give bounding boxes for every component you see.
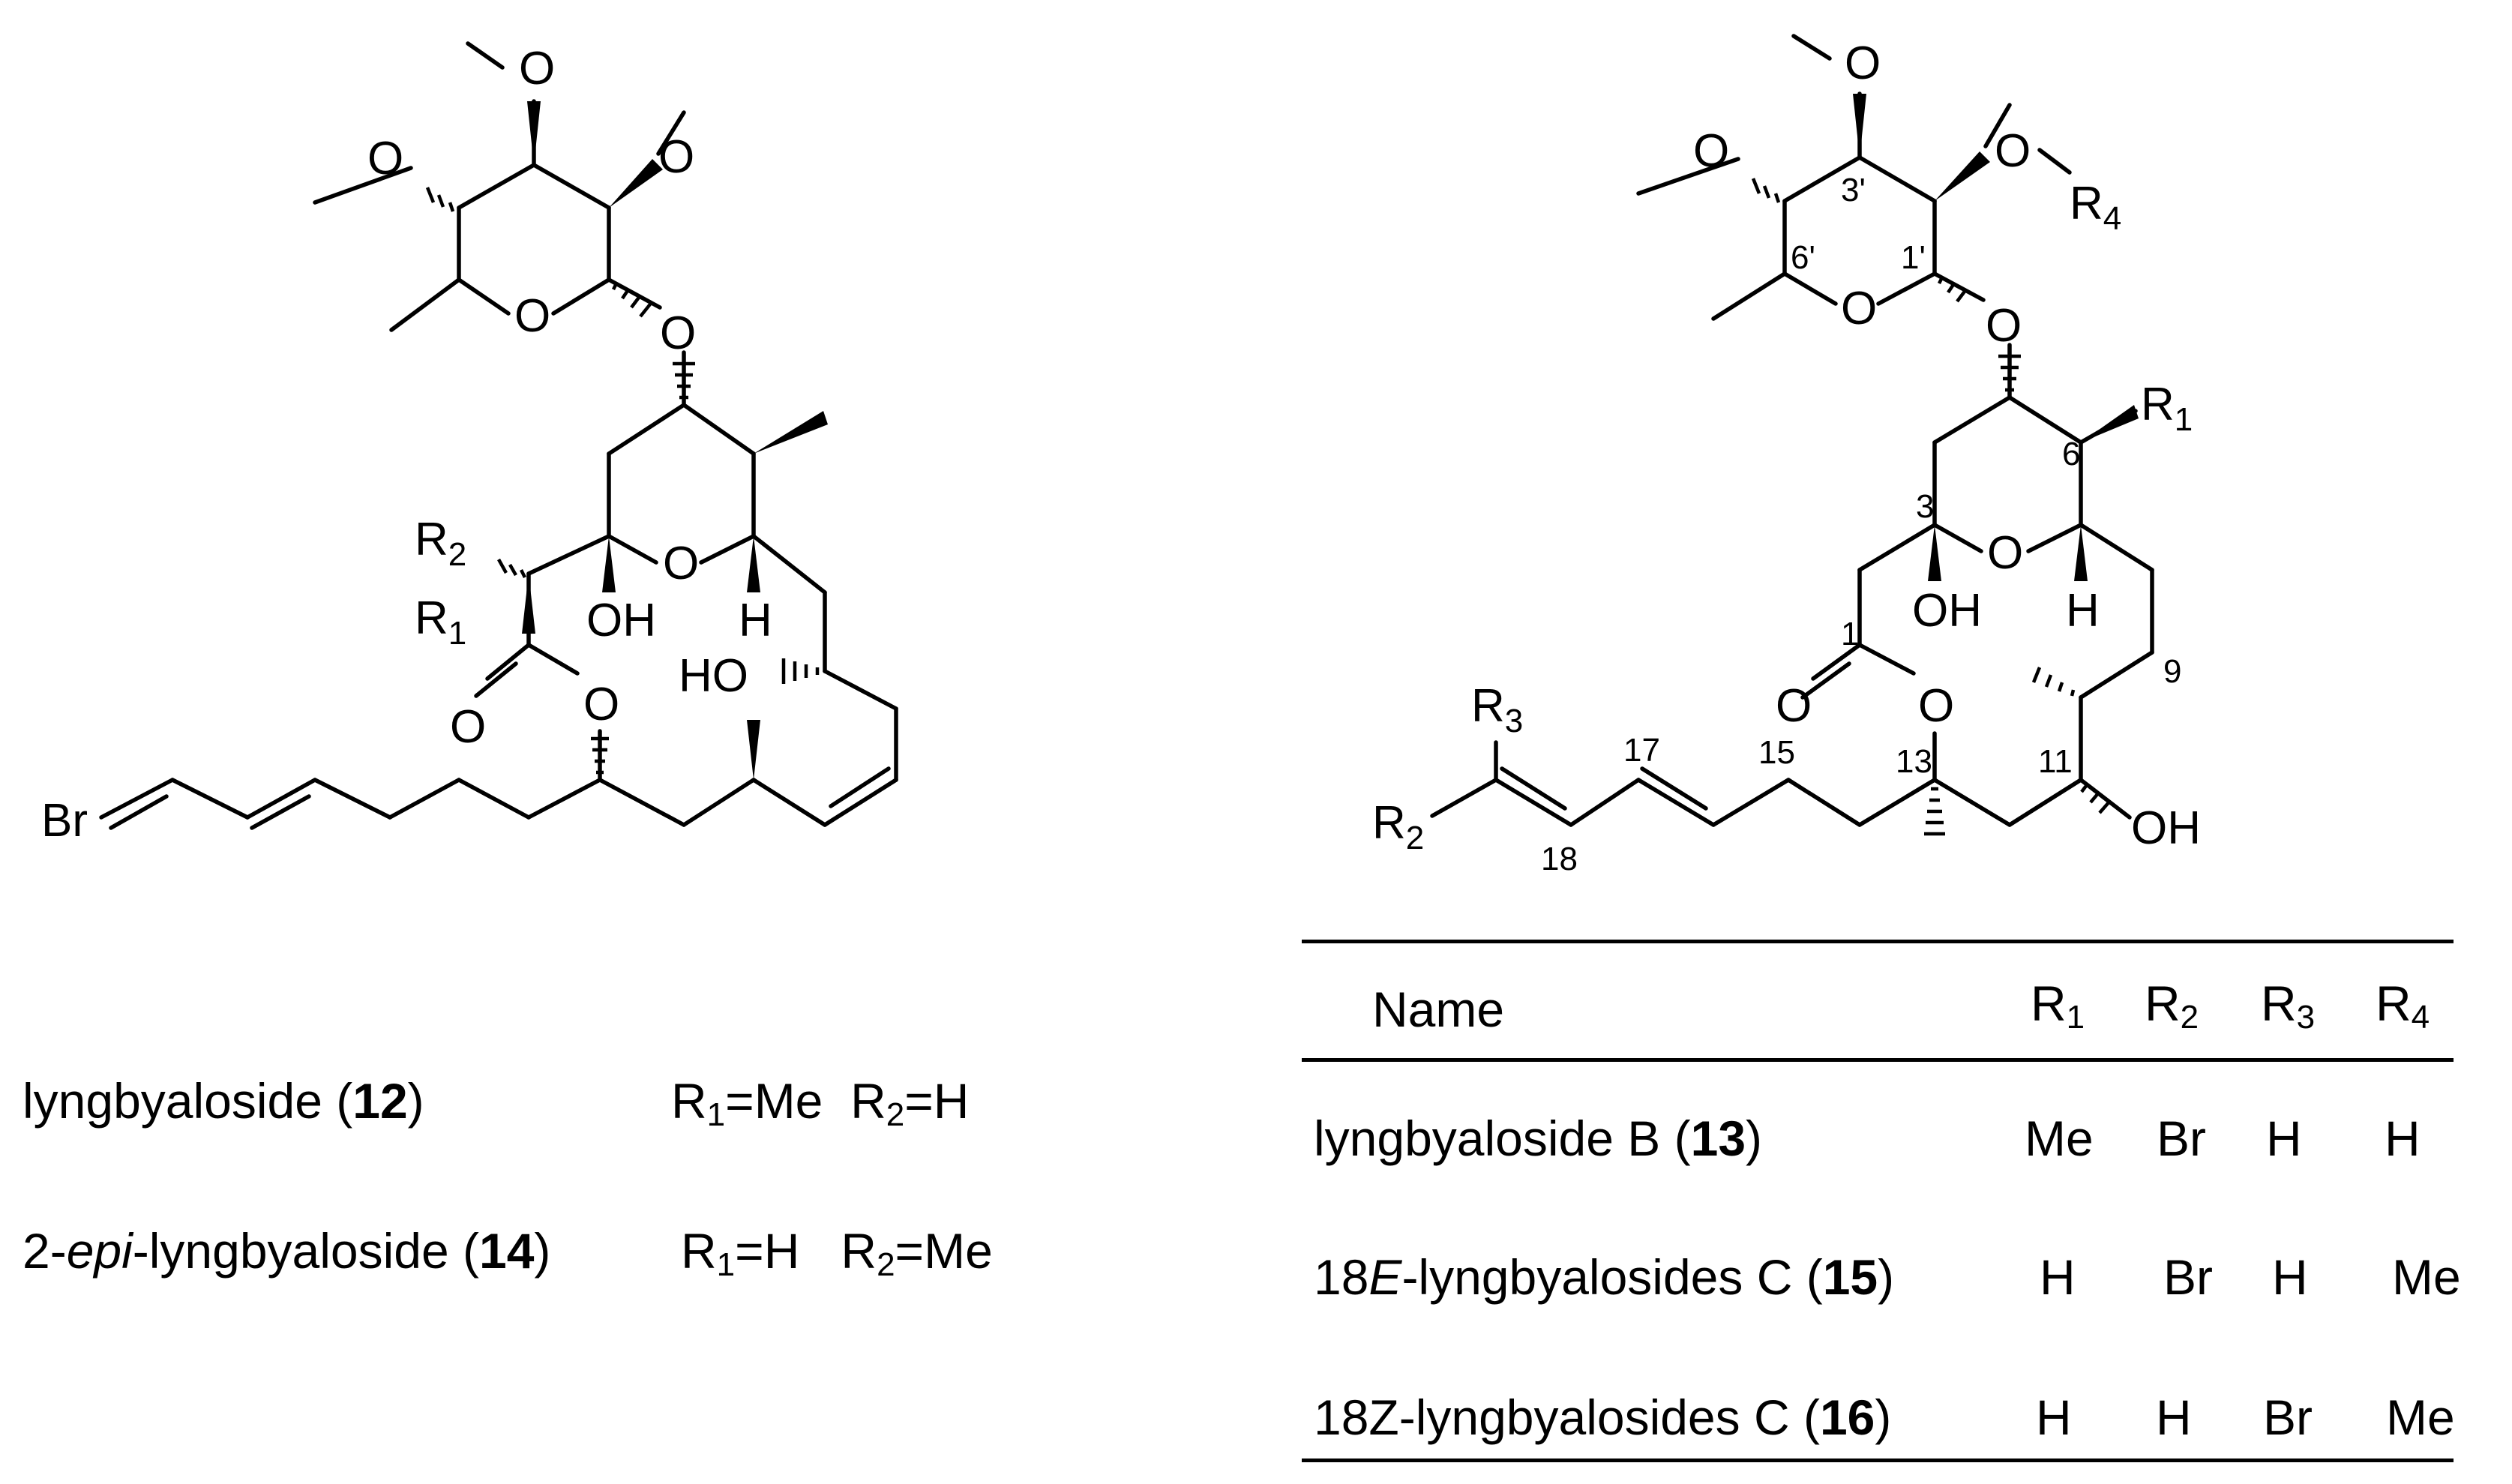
right-atom-o-glyco: O <box>1986 300 2022 352</box>
table-header-r1: R1 <box>2031 976 2085 1036</box>
table-row-15-r1: H <box>2040 1249 2076 1305</box>
table-header-name: Name <box>1372 982 1505 1037</box>
table-row-16-name: 18Z-lyngbyalosides C (16) <box>1314 1390 1892 1445</box>
left-atom-r2: R2 <box>415 514 466 573</box>
locant-13: 13 <box>1896 743 1932 780</box>
left-atom-o-ring2: O <box>663 538 699 589</box>
table-row-15-r2: Br <box>2163 1249 2213 1305</box>
left-atom-o-left: O <box>367 133 403 184</box>
table-row-13-name: lyngbyaloside B (13) <box>1314 1111 1763 1166</box>
right-atom-o-ester: O <box>1918 680 1954 732</box>
right-atom-r2: R2 <box>1372 797 1424 856</box>
left-atom-o-glyco: O <box>660 307 696 359</box>
table-header-r4: R4 <box>2376 976 2430 1036</box>
caption-lyngbyaloside-12: lyngbyaloside (12) <box>22 1073 424 1129</box>
table-row-13-r1: Me <box>2025 1111 2094 1166</box>
left-atom-o-carbonyl: O <box>450 701 486 753</box>
left-structure-bonds <box>99 41 898 830</box>
table-row-13-r2: Br <box>2157 1111 2206 1166</box>
left-atom-o-ester: O <box>583 679 619 730</box>
caption-epi-lyngbyaloside-14: 2-epi-lyngbyaloside (14) <box>22 1223 551 1279</box>
left-structure-atoms: O O O O O R2 R1 O OH O O H HO Br <box>41 43 772 847</box>
table-top-rule <box>1302 940 2454 943</box>
table-bottom-rule <box>1302 1459 2454 1462</box>
caption-lyngbyaloside-12-subst: R1=Me R2=H <box>671 1073 970 1133</box>
locant-3: 3 <box>1916 488 1934 525</box>
locant-1p: 1' <box>1901 239 1926 276</box>
left-atom-oh: OH <box>586 595 656 646</box>
locant-11: 11 <box>2038 743 2073 780</box>
table-header-r3: R3 <box>2261 976 2316 1036</box>
table-row-16-r4: Me <box>2386 1390 2455 1445</box>
right-structure-atoms: O O O R4 O O R1 O OH H O O R3 R2 OH <box>1372 37 2201 856</box>
table-row-13-r3: H <box>2266 1111 2302 1166</box>
locant-18: 18 <box>1541 841 1578 877</box>
right-atom-oh-3: OH <box>1912 585 1982 637</box>
table-header-r2: R2 <box>2145 976 2199 1036</box>
right-atom-o-top: O <box>1845 37 1881 89</box>
left-structure-stereo <box>425 101 828 780</box>
table-row-16-r3: Br <box>2263 1390 2313 1445</box>
left-atom-br: Br <box>41 795 88 847</box>
right-atom-h: H <box>2066 585 2100 637</box>
right-atom-o-r4: O <box>1995 125 2031 177</box>
left-atom-r1: R1 <box>415 592 466 652</box>
locant-1: 1 <box>1841 616 1859 652</box>
table-row-15-r3: H <box>2272 1249 2308 1305</box>
right-atom-o-ring2: O <box>1987 527 2023 579</box>
table-row-15-name: 18E-lyngbyalosides C (15) <box>1314 1249 1895 1305</box>
right-atom-r3: R3 <box>1471 680 1523 739</box>
left-atom-o-top: O <box>519 43 555 94</box>
left-atom-h: H <box>739 595 772 646</box>
locant-9: 9 <box>2163 653 2181 690</box>
table-row-16-r2: H <box>2156 1390 2192 1445</box>
table-row-15-r4: Me <box>2392 1249 2461 1305</box>
locant-3p: 3' <box>1841 172 1866 208</box>
table-row-16-r1: H <box>2036 1390 2072 1445</box>
table-row-13-r4: H <box>2385 1111 2421 1166</box>
left-atom-ho: HO <box>679 650 748 702</box>
right-atom-r4: R4 <box>2070 178 2121 237</box>
right-atom-o-carbonyl: O <box>1776 680 1812 732</box>
right-atom-oh-11: OH <box>2131 802 2201 854</box>
locant-6: 6 <box>2062 436 2080 472</box>
right-atom-r1: R1 <box>2141 379 2193 438</box>
left-atom-o-ring: O <box>514 290 550 342</box>
locant-6p: 6' <box>1791 239 1815 276</box>
right-structure-stereo <box>1751 94 2139 836</box>
right-atom-o-left: O <box>1693 125 1729 177</box>
right-atom-o-ring: O <box>1841 283 1877 334</box>
locant-17: 17 <box>1623 732 1660 769</box>
right-structure-numbers: 3' 6' 1' 6 3 1 9 15 17 13 11 18 <box>1541 172 2181 877</box>
locant-15: 15 <box>1758 734 1795 771</box>
table-header-rule <box>1302 1058 2454 1062</box>
left-atom-o-right: O <box>658 131 694 183</box>
caption-epi-lyngbyaloside-14-subst: R1=H R2=Me <box>681 1223 993 1283</box>
